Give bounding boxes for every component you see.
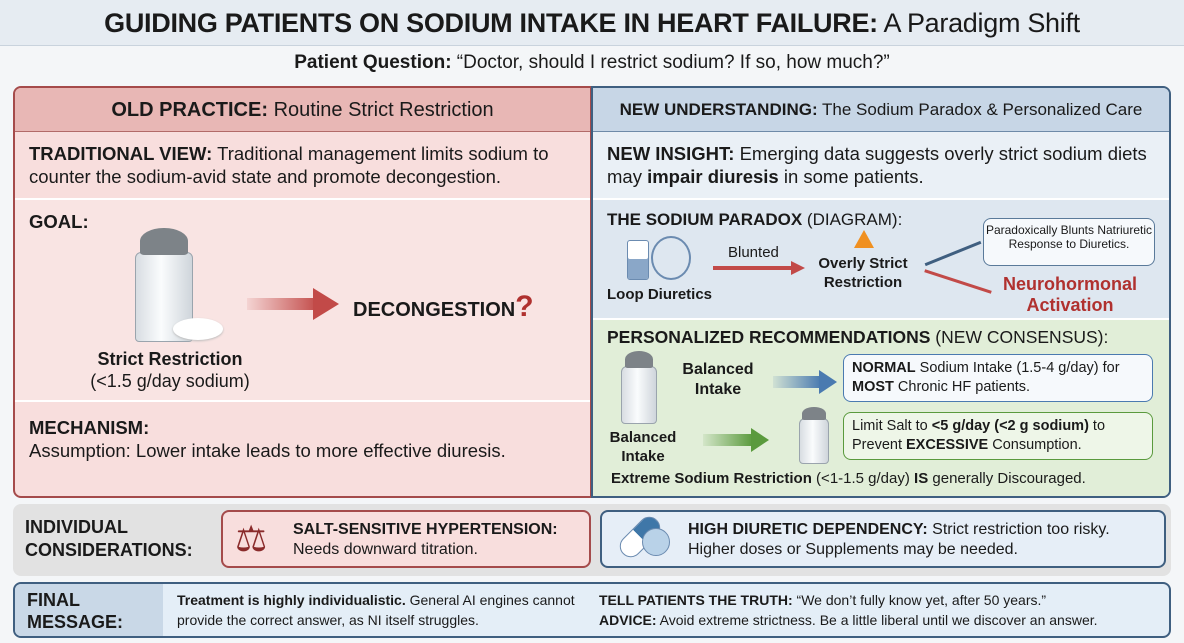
new-understanding-header: NEW UNDERSTANDING: The Sodium Paradox & … (593, 88, 1169, 132)
diuretic-dependency-box: HIGH DIURETIC DEPENDENCY: Strict restric… (600, 510, 1166, 568)
arrow-icon (924, 269, 992, 294)
scale-icon: ⚖ (235, 518, 268, 559)
title-subtitle: A Paradigm Shift (877, 8, 1081, 38)
text: Assumption: Lower intake leads to more e… (29, 440, 506, 461)
label: PERSONALIZED RECOMMENDATIONS (607, 327, 931, 347)
neurohormonal-label: Neurohormonal Activation (1002, 274, 1137, 315)
truth-label: TELL PATIENTS THE TRUTH: (599, 592, 793, 608)
balanced-intake-label: Balanced Intake (682, 361, 754, 398)
personalized-recommendations: PERSONALIZED RECOMMENDATIONS (NEW CONSEN… (593, 318, 1169, 496)
text: Traditional management limits sodium to … (29, 143, 549, 187)
arrow-head-icon (791, 261, 805, 275)
diuretic-text: Strict restriction too risky. Higher dos… (688, 521, 1110, 558)
shaker-sub: (<1.5 g/day sodium) (90, 371, 250, 391)
header-rest: The Sodium Paradox & Personalized Care (817, 100, 1143, 119)
normal-intake-box: NORMAL Sodium Intake (1.5-4 g/day) for M… (843, 354, 1153, 402)
overly-strict-label: Overly Strict Restriction (818, 255, 908, 291)
tablet-icon (642, 528, 670, 556)
bold: impair diuresis (647, 166, 779, 187)
b: Treatment is highly individualistic. (177, 592, 406, 608)
goal-label: GOAL: (29, 211, 89, 232)
t2: in some patients. (778, 166, 924, 187)
sodium-paradox: THE SODIUM PARADOX (DIAGRAM): Loop Diure… (593, 198, 1169, 318)
t: General AI engines cannot provide the co… (177, 592, 575, 628)
new-understanding-panel: NEW UNDERSTANDING: The Sodium Paradox & … (591, 86, 1171, 498)
b: <5 g/day (<2 g sodium) (931, 418, 1089, 434)
final-truth-advice: TELL PATIENTS THE TRUTH: “We don’t fully… (599, 590, 1169, 630)
arrow-icon (924, 240, 982, 267)
individual-considerations: INDIVIDUAL CONSIDERATIONS: ⚖ SALT-SENSIT… (13, 504, 1171, 576)
t2: to Prevent (852, 418, 1106, 453)
final-treatment: Treatment is highly individualistic. Gen… (177, 590, 587, 630)
traditional-view: TRADITIONAL VIEW: Traditional management… (15, 132, 590, 198)
question-mark-icon: ? (515, 290, 534, 323)
arrow-icon (773, 376, 821, 388)
salt-shaker-icon (799, 406, 829, 464)
question-label: Patient Question: (294, 52, 452, 73)
arrow-head-icon (819, 370, 837, 394)
t2: generally Discouraged. (928, 470, 1086, 487)
final-label: FINAL MESSAGE: (15, 584, 163, 636)
b2: EXCESSIVE (906, 437, 989, 453)
individual-label: INDIVIDUAL CONSIDERATIONS: (25, 517, 193, 560)
arrow-icon (247, 298, 319, 310)
old-practice-header: OLD PRACTICE: Routine Strict Restriction (15, 88, 590, 132)
header-rest: Routine Strict Restriction (268, 99, 494, 121)
b: NORMAL (852, 360, 916, 376)
salt-pile-icon (173, 318, 223, 340)
arrow-icon (713, 266, 793, 270)
diuretic-label: HIGH DIURETIC DEPENDENCY: (688, 521, 928, 538)
salt-text: Needs downward titration. (293, 541, 478, 558)
sub: (DIAGRAM): (802, 210, 903, 229)
stethoscope-icon (651, 236, 691, 280)
advice-text: Avoid extreme strictness. Be a little li… (656, 612, 1098, 628)
balanced-intake-label: Balanced Intake (609, 429, 677, 465)
header-bold: NEW UNDERSTANDING: (619, 100, 818, 119)
b2: MOST (852, 379, 894, 395)
label: THE SODIUM PARADOX (607, 210, 803, 229)
new-insight: NEW INSIGHT: Emerging data suggests over… (593, 132, 1169, 198)
label: MECHANISM: (29, 417, 150, 438)
patient-question: Patient Question: “Doctor, should I rest… (0, 52, 1184, 74)
arrow-icon (703, 434, 753, 446)
blunted-label: Blunted (728, 244, 779, 261)
t3: Consumption. (988, 437, 1082, 453)
title-bold: GUIDING PATIENTS ON SODIUM INTAKE IN HEA… (104, 8, 878, 38)
label: NEW INSIGHT: (607, 143, 735, 164)
medicine-bottle-icon (627, 240, 649, 280)
salt-shaker-icon (621, 351, 657, 424)
extreme-restriction-note: Extreme Sodium Restriction (<1-1.5 g/day… (611, 470, 1086, 487)
limit-salt-box: Limit Salt to <5 g/day (<2 g sodium) to … (843, 412, 1153, 460)
b: Extreme Sodium Restriction (611, 470, 812, 487)
strict-restriction-label: Strict Restriction(<1.5 g/day sodium) (55, 348, 285, 392)
truth-text: “We don’t fully know yet, after 50 years… (792, 592, 1047, 608)
goal-section: GOAL: Strict Restriction(<1.5 g/day sodi… (15, 198, 590, 400)
arrow-head-icon (751, 428, 769, 452)
arrow-head-icon (313, 288, 339, 320)
header-bold: OLD PRACTICE: (111, 99, 269, 121)
shaker-label: Strict Restriction (97, 349, 243, 369)
salt-sensitive-box: ⚖ SALT-SENSITIVE HYPERTENSION: Needs down… (221, 510, 591, 568)
goal-result: DECONGESTION (353, 299, 516, 321)
advice-label: ADVICE: (599, 612, 657, 628)
decongestion-goal: DECONGESTION? (353, 290, 534, 324)
warning-icon (854, 230, 874, 248)
old-practice-panel: OLD PRACTICE: Routine Strict Restriction… (13, 86, 592, 498)
loop-diuretics-label: Loop Diuretics (607, 286, 713, 303)
t2: Chronic HF patients. (893, 379, 1031, 395)
mechanism-section: MECHANISM:Assumption: Lower intake leads… (15, 400, 590, 496)
final-message: FINAL MESSAGE: Treatment is highly indiv… (13, 582, 1171, 638)
b2: IS (914, 470, 929, 487)
t: (<1-1.5 g/day) (811, 470, 915, 487)
question-text: “Doctor, should I restrict sodium? If so… (451, 52, 890, 73)
blunts-box: Paradoxically Blunts Natriuretic Respons… (983, 218, 1155, 266)
t: Sodium Intake (1.5-4 g/day) for (915, 360, 1120, 376)
t: Limit Salt to (852, 418, 932, 434)
label: TRADITIONAL VIEW: (29, 143, 213, 164)
salt-label: SALT-SENSITIVE HYPERTENSION: (293, 521, 558, 538)
sub: (NEW CONSENSUS): (930, 327, 1109, 347)
t1: Emerging data suggests overly strict sod… (607, 143, 1147, 187)
page-title: GUIDING PATIENTS ON SODIUM INTAKE IN HEA… (0, 0, 1184, 46)
